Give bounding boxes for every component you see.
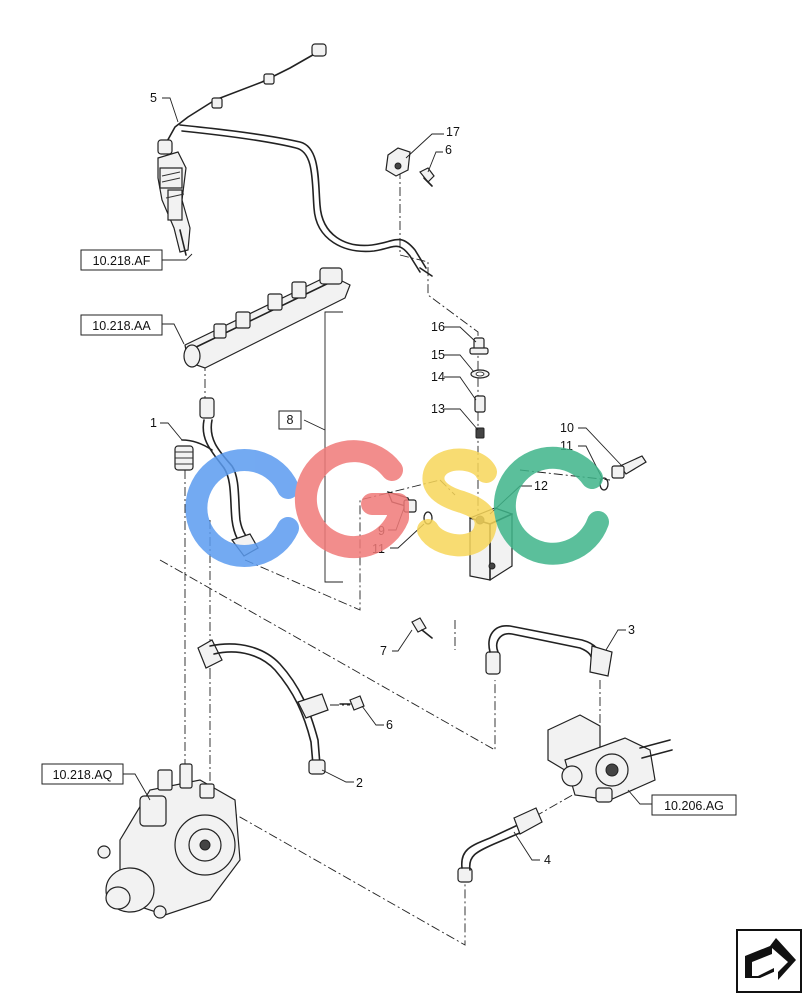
pipe-part-3[interactable]	[485, 625, 613, 677]
group-label: 8	[287, 413, 294, 427]
bolt-part-7[interactable]	[411, 617, 433, 639]
callout-3: 3	[628, 623, 635, 637]
ref-box-label: 10.218.AQ	[53, 768, 113, 782]
callout-12: 12	[534, 479, 548, 493]
callout-15: 15	[431, 348, 445, 362]
callout-13: 13	[431, 402, 445, 416]
washer-part-15[interactable]	[470, 369, 490, 379]
bolt-part-6-lower[interactable]	[339, 695, 365, 711]
pipe-part-2[interactable]	[197, 639, 329, 775]
group-label-box	[278, 410, 302, 430]
group-bracket-8: 8	[278, 311, 343, 583]
callout-1: 1	[150, 416, 157, 430]
bracket-part-17[interactable]	[385, 147, 411, 177]
ref-box-label: 10.218.AA	[92, 319, 151, 333]
ref-box-10-206-ag[interactable]: 10.206.AG	[627, 789, 737, 816]
callout-5: 5	[150, 91, 157, 105]
arrow-next-icon[interactable]	[736, 929, 802, 993]
ref-box-label: 10.218.AF	[93, 254, 151, 268]
return-line-part-5[interactable]	[157, 43, 433, 277]
common-rail[interactable]	[183, 267, 351, 369]
callout-4: 4	[544, 853, 551, 867]
bolt-part-6-upper[interactable]	[419, 167, 435, 187]
cap-part-16[interactable]	[469, 337, 489, 355]
callout-10: 10	[560, 421, 574, 435]
centerlines	[159, 170, 611, 946]
ref-box-10-218-aa[interactable]: 10.218.AA	[80, 314, 185, 345]
watermark-letter-c1	[185, 449, 299, 567]
callout-2: 2	[356, 776, 363, 790]
fitting-part-10[interactable]	[611, 455, 647, 479]
watermark-letter-g	[294, 440, 409, 559]
callout-7: 7	[380, 644, 387, 658]
injector[interactable]	[157, 151, 191, 256]
callout-6-lower: 6	[386, 718, 393, 732]
watermark-logo	[185, 440, 609, 567]
ref-box-10-218-aq[interactable]: 10.218.AQ	[41, 763, 151, 801]
watermark-letter-s	[417, 448, 497, 557]
pipe-part-4[interactable]	[457, 807, 543, 883]
spring-part-13[interactable]	[475, 427, 485, 439]
callout-17: 17	[446, 125, 460, 139]
callout-14: 14	[431, 370, 445, 384]
filter-head[interactable]	[547, 714, 673, 803]
callout-leaders	[160, 97, 626, 861]
ref-box-label: 10.206.AG	[664, 799, 724, 813]
callout-16: 16	[431, 320, 445, 334]
injection-pump[interactable]	[97, 763, 241, 919]
callout-6-upper: 6	[445, 143, 452, 157]
ref-box-10-218-af[interactable]: 10.218.AF	[80, 249, 193, 271]
watermark-letter-c2	[493, 446, 609, 565]
bolt-part-14[interactable]	[474, 395, 486, 413]
